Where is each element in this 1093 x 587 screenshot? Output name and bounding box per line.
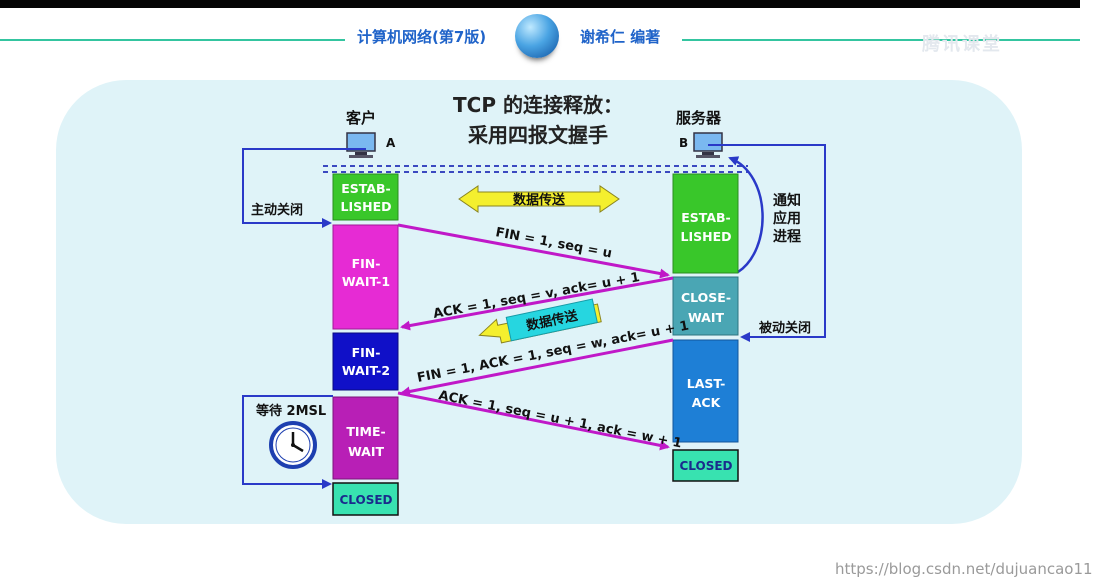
data-transfer-arrow-2: 数据传送 bbox=[478, 298, 602, 344]
state-label: LISHED bbox=[681, 229, 732, 244]
state-label: CLOSED bbox=[679, 459, 732, 473]
diagram-title-line1: TCP 的连接释放： bbox=[453, 93, 623, 117]
state-established-server: ESTAB- LISHED bbox=[672, 173, 739, 274]
wait-2msl-arrow bbox=[242, 395, 333, 489]
active-close-label: 主动关闭 bbox=[251, 202, 303, 218]
data-transfer-arrow-1: 数据传送 bbox=[458, 185, 620, 213]
wait-2msl-bg bbox=[249, 400, 329, 420]
state-fin-wait-2: FIN- WAIT-2 bbox=[332, 332, 399, 391]
header-line-left bbox=[0, 39, 345, 41]
author: 谢希仁 编著 bbox=[580, 28, 661, 46]
client-computer-icon bbox=[346, 132, 376, 158]
client-label: 客户 bbox=[345, 109, 376, 127]
state-closed-client: CLOSED bbox=[332, 482, 399, 516]
book-title: 计算机网络(第7版) bbox=[357, 28, 487, 46]
msg-fin-arrow bbox=[397, 223, 670, 279]
active-close-arrow bbox=[242, 148, 366, 228]
state-fin-wait-1: FIN- WAIT-1 bbox=[332, 224, 399, 330]
top-bar bbox=[0, 0, 1080, 8]
state-established-client: ESTAB- LISHED bbox=[332, 173, 399, 221]
state-label: ACK bbox=[692, 395, 722, 410]
server-computer-icon bbox=[693, 132, 723, 158]
state-label: WAIT bbox=[688, 310, 725, 325]
watermark-top: 腾讯课堂 bbox=[922, 34, 1002, 55]
state-label: FIN- bbox=[352, 256, 381, 271]
source-watermark: https://blog.csdn.net/dujuancao11 bbox=[835, 560, 1093, 578]
msg-fin-label: FIN = 1, seq = u bbox=[494, 225, 613, 261]
notify-app-line3: 进程 bbox=[773, 229, 801, 245]
state-label: CLOSE- bbox=[681, 290, 731, 305]
header-line-right bbox=[682, 39, 1080, 41]
msg-fin-ack-arrow bbox=[400, 338, 674, 397]
diagram-title-line2: 采用四报文握手 bbox=[468, 123, 608, 147]
globe-icon bbox=[515, 14, 559, 58]
state-label: WAIT bbox=[348, 444, 385, 459]
state-label: CLOSED bbox=[339, 493, 392, 507]
state-label: LISHED bbox=[341, 199, 392, 214]
state-closed-server: CLOSED bbox=[672, 449, 739, 482]
client-id: A bbox=[386, 136, 396, 150]
state-label: ESTAB- bbox=[681, 210, 731, 225]
server-id: B bbox=[679, 136, 688, 150]
notify-app-arrow bbox=[728, 156, 764, 274]
state-label: WAIT-1 bbox=[342, 274, 390, 289]
notify-app-line1: 通知 bbox=[773, 192, 801, 209]
msg-final-ack-label: ACK = 1, seq = u + 1, ack = w + 1 bbox=[437, 388, 683, 451]
msg-ack-arrow bbox=[400, 276, 674, 331]
state-label: WAIT-2 bbox=[342, 363, 390, 378]
state-label: FIN- bbox=[352, 345, 381, 360]
notify-app-line2: 应用 bbox=[773, 210, 801, 227]
state-label: ESTAB- bbox=[341, 181, 391, 196]
msg-final-ack-arrow bbox=[397, 391, 670, 451]
state-label: LAST- bbox=[687, 376, 726, 391]
state-time-wait: TIME- WAIT bbox=[332, 396, 399, 480]
clock-icon bbox=[269, 421, 317, 469]
data-transfer-label-1: 数据传送 bbox=[513, 192, 566, 208]
server-label: 服务器 bbox=[676, 109, 722, 127]
state-last-ack: LAST- ACK bbox=[672, 339, 739, 443]
passive-close-arrow bbox=[708, 144, 826, 342]
passive-close-label: 被动关闭 bbox=[758, 320, 811, 336]
state-label: TIME- bbox=[346, 424, 385, 439]
wait-2msl-label: 等待 2MSL bbox=[255, 403, 326, 419]
state-close-wait: CLOSE- WAIT bbox=[672, 276, 739, 336]
